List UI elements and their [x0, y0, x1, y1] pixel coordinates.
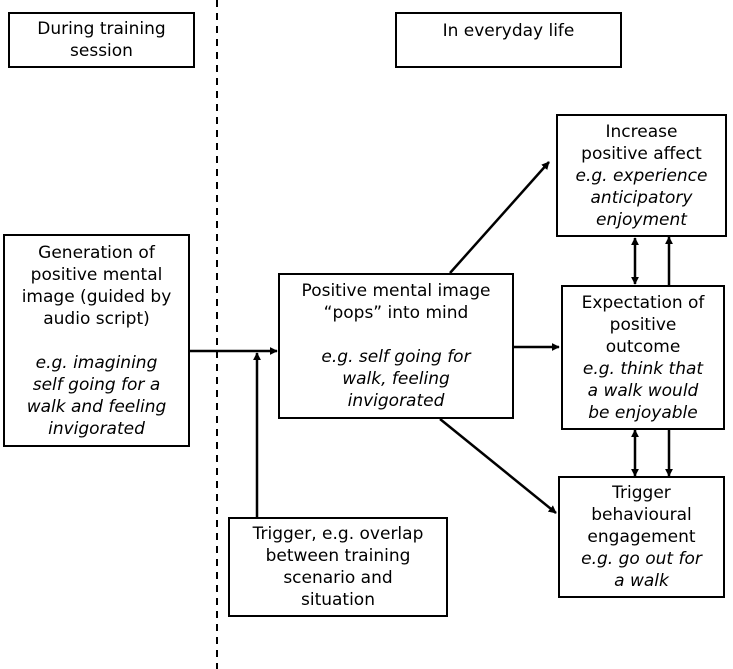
expectation-box: Expectation of positive outcome e.g. thi…	[561, 285, 725, 430]
expectation-title-line: Expectation of	[581, 292, 705, 313]
pops-example-line: e.g. self going for	[321, 347, 471, 367]
generation-example-line: invigorated	[48, 418, 145, 439]
trigger-title-line: situation	[300, 590, 375, 610]
expectation-title-line: positive	[609, 314, 677, 335]
header-training-session: During training session	[8, 12, 195, 68]
generation-title-line: Generation of	[38, 242, 155, 263]
pops-example-line: walk, feeling	[342, 369, 450, 389]
generation-example-line: self going for a	[32, 374, 161, 395]
affect-title-line: Increase	[605, 121, 678, 142]
expectation-example-line: a walk would	[587, 380, 699, 401]
expectation-example-line: be enjoyable	[588, 402, 698, 423]
generation-title-line: positive mental	[30, 264, 163, 285]
expectation-title-line: outcome	[605, 336, 681, 357]
arrow-pops-to-behaviour	[439, 418, 557, 514]
generation-title-line: image (guided by	[21, 286, 172, 307]
header-training-line: During training	[37, 19, 166, 39]
affect-example-line: e.g. experience	[575, 165, 708, 186]
pops-into-mind-box: Positive mental image “pops” into mind e…	[278, 273, 514, 419]
positive-affect-box: Increase positive affect e.g. experience…	[556, 114, 727, 237]
generation-example-line: walk and feeling	[26, 396, 167, 417]
affect-example-line: anticipatory	[590, 187, 693, 208]
behaviour-title-line: behavioural	[591, 505, 692, 525]
pops-title-line: Positive mental image	[301, 281, 491, 301]
behaviour-title-line: engagement	[587, 527, 696, 547]
header-everyday-line: In everyday life	[442, 21, 575, 41]
generation-example-line: e.g. imagining	[35, 352, 158, 373]
generation-title-line: audio script)	[43, 308, 150, 329]
affect-example-line: enjoyment	[596, 209, 687, 230]
behaviour-example-line: a walk	[614, 571, 669, 591]
pops-example-line: invigorated	[347, 391, 445, 411]
trigger-title-line: between training	[265, 546, 411, 566]
trigger-overlap-box: Trigger, e.g. overlap between training s…	[228, 517, 448, 617]
header-everyday-life: In everyday life	[395, 12, 622, 68]
generation-box: Generation of positive mental image (gui…	[3, 234, 190, 447]
behaviour-title-line: Trigger	[612, 483, 671, 503]
behaviour-example-line: e.g. go out for	[581, 549, 702, 569]
header-training-line: session	[70, 41, 133, 61]
pops-title-line: “pops” into mind	[323, 303, 469, 323]
affect-title-line: positive affect	[581, 143, 702, 164]
trigger-title-line: scenario and	[283, 568, 393, 588]
behavioural-engagement-box: Trigger behavioural engagement e.g. go o…	[558, 476, 725, 598]
trigger-title-line: Trigger, e.g. overlap	[252, 524, 424, 544]
arrow-pops-to-affect	[449, 161, 550, 274]
expectation-example-line: e.g. think that	[582, 358, 704, 379]
